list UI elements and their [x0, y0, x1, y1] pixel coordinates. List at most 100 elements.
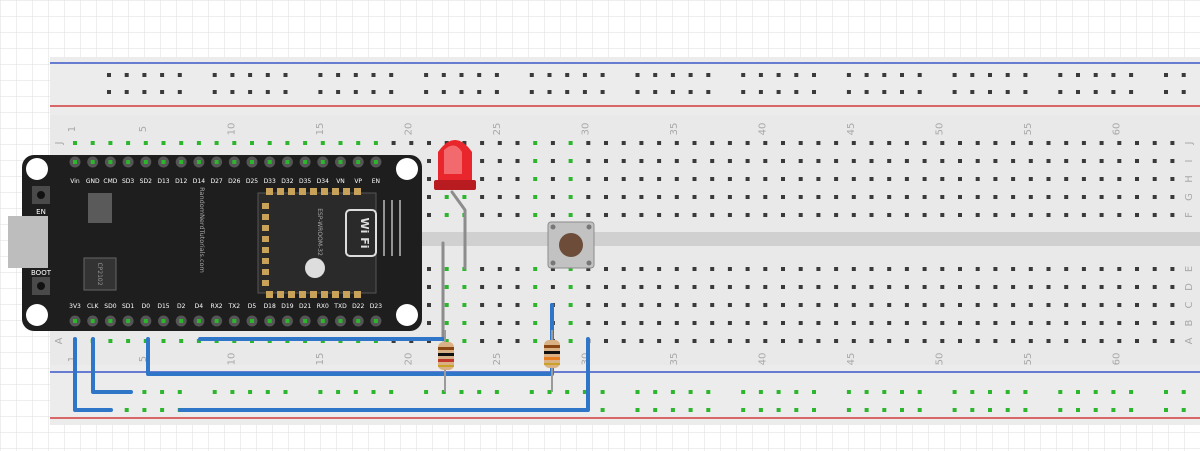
esp32-top-pin-label: CMD — [103, 178, 117, 185]
rail-hole — [160, 408, 165, 412]
rail-hole — [741, 390, 746, 394]
breadboard-hole — [904, 321, 909, 325]
breadboard-hole — [1046, 339, 1051, 343]
rail-hole — [283, 90, 288, 94]
esp32-bottom-pin-label: D23 — [370, 303, 382, 310]
breadboard-hole — [816, 321, 821, 325]
rail-hole — [283, 73, 288, 77]
module-pad — [262, 203, 269, 209]
breadboard-hole — [604, 159, 608, 163]
esp32-pin-hole — [196, 319, 201, 323]
rail-hole — [758, 408, 763, 412]
rail-hole — [970, 73, 975, 77]
breadboard-hole — [604, 177, 608, 181]
breadboard-hole — [1064, 213, 1069, 217]
breadboard-hole — [1011, 141, 1016, 145]
breadboard-hole — [692, 213, 697, 217]
breadboard-hole — [710, 267, 715, 271]
breadboard-hole — [816, 285, 821, 289]
breadboard-hole — [674, 321, 679, 325]
breadboard-hole — [143, 339, 148, 343]
rail-hole — [142, 73, 147, 77]
breadboard-hole — [798, 159, 803, 163]
breadboard-hole — [798, 303, 803, 307]
breadboard-hole — [427, 321, 431, 325]
breadboard-hole — [621, 285, 626, 289]
esp32-pin-hole — [338, 160, 343, 164]
breadboard-hole — [497, 159, 502, 163]
power-wire[interactable] — [73, 337, 113, 412]
module-pad — [262, 247, 269, 253]
breadboard-hole — [692, 303, 697, 307]
breadboard-hole — [497, 303, 502, 307]
breadboard-hole — [1099, 141, 1104, 145]
esp32-pin-hole — [250, 160, 254, 164]
en-label: EN — [36, 208, 46, 216]
esp32-pin-hole — [285, 319, 290, 323]
usb-uart-chip — [83, 257, 117, 291]
breadboard-hole — [975, 321, 980, 325]
breadboard-hole — [1064, 195, 1069, 199]
breadboard-hole — [993, 213, 998, 217]
rail-hole — [900, 390, 904, 394]
esp32-pin-hole — [232, 160, 237, 164]
rail-hole — [706, 90, 711, 94]
breadboard-hole — [727, 195, 732, 199]
breadboard-hole — [515, 303, 520, 307]
rail-hole — [846, 408, 851, 412]
rail-hole — [265, 73, 270, 77]
rail-hole — [670, 73, 675, 77]
rail-hole — [124, 73, 129, 77]
rail-hole — [670, 408, 675, 412]
breadboard-hole — [657, 159, 662, 163]
esp32-pin-hole — [373, 160, 378, 164]
rail-hole — [1005, 390, 1010, 394]
rail-hole — [794, 390, 799, 394]
gnd-wire[interactable] — [91, 337, 133, 394]
pushbutton[interactable] — [547, 221, 595, 269]
breadboard-hole — [1099, 339, 1104, 343]
breadboard-hole — [1046, 159, 1051, 163]
rail-hole — [494, 73, 499, 77]
breadboard-hole — [940, 321, 945, 325]
rail-hole — [477, 90, 482, 94]
breadboard-hole — [1135, 159, 1139, 163]
esp32-top-pin-label: Vin — [70, 178, 80, 185]
breadboard-hole — [639, 321, 644, 325]
rail-hole — [494, 90, 499, 94]
esp32-top-pin-label: D33 — [264, 178, 276, 185]
rail-hole — [1111, 90, 1116, 94]
breadboard-hole — [674, 267, 679, 271]
breadboard-hole — [940, 177, 945, 181]
power-rail-wire[interactable] — [178, 337, 590, 412]
esp32-pin-hole — [285, 160, 290, 164]
breadboard-hole — [1117, 213, 1122, 217]
breadboard-hole — [993, 321, 998, 325]
breadboard-hole — [568, 177, 573, 181]
breadboard-hole — [1170, 303, 1175, 307]
breadboard-hole — [763, 267, 768, 271]
esp32-bottom-pin-label: RX0 — [317, 303, 329, 310]
breadboard-hole — [922, 177, 927, 181]
breadboard-hole — [1011, 321, 1016, 325]
rail-hole — [1076, 390, 1080, 394]
rail-hole — [547, 73, 552, 77]
row-letter-label: D — [1184, 283, 1195, 291]
breadboard-hole — [515, 213, 520, 217]
esp32-bottom-pin-label: 3V3 — [69, 303, 81, 310]
breadboard-hole — [1081, 141, 1086, 145]
rail-hole — [1181, 408, 1186, 412]
breadboard-hole — [373, 141, 378, 145]
breadboard-hole — [427, 195, 431, 199]
breadboard-hole — [904, 195, 909, 199]
rail-hole — [177, 90, 182, 94]
module-pad — [332, 291, 339, 298]
breadboard-hole — [639, 195, 644, 199]
breadboard-hole — [763, 321, 768, 325]
breadboard-hole — [887, 303, 892, 307]
module-pad — [262, 236, 269, 242]
rail-hole — [248, 73, 253, 77]
rail-hole — [758, 73, 763, 77]
breadboard-hole — [1081, 159, 1086, 163]
